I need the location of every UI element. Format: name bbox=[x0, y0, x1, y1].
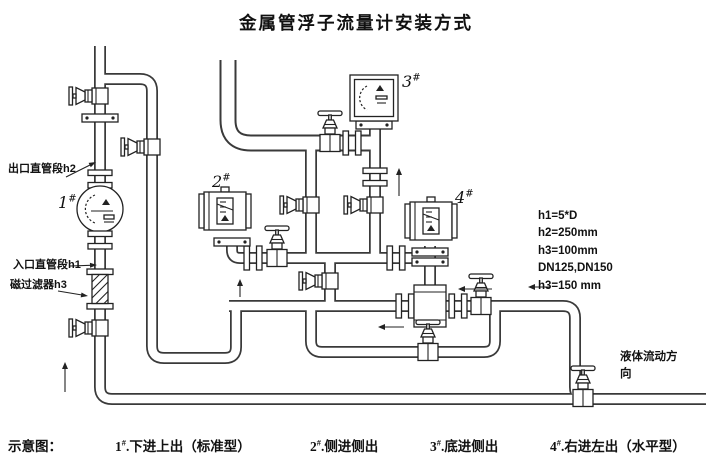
spec-h1: h1=5*D bbox=[538, 210, 578, 222]
flange-icon bbox=[355, 120, 393, 130]
drain-valve-icon bbox=[68, 318, 109, 338]
bypass-valve-icon bbox=[298, 271, 339, 291]
leader-arrows bbox=[57, 162, 97, 298]
shutoff-valve-icon bbox=[468, 273, 494, 316]
caption-item-3: 3#.底进侧出 bbox=[430, 438, 499, 455]
page-title: 金属管浮子流量计安装方式 bbox=[239, 13, 473, 33]
flange-icon bbox=[411, 257, 449, 267]
flow-meter-1 bbox=[76, 185, 124, 233]
flow-meter-3 bbox=[349, 74, 399, 122]
caption-item-4: 4#.右进左出（水平型） bbox=[550, 438, 686, 455]
drain-valve-icon bbox=[279, 195, 320, 215]
drain-valve-icon bbox=[343, 195, 384, 215]
shutoff-valve-icon bbox=[264, 225, 290, 268]
spec-h3: h3=100mm bbox=[538, 244, 598, 257]
drain-valve-icon bbox=[68, 86, 109, 106]
inlet-section-label: 入口直管段h1 bbox=[13, 259, 81, 271]
meter-4-label: 4# bbox=[455, 188, 474, 207]
caption-item-1: 1#.下进上出（标准型） bbox=[115, 438, 251, 455]
meter-2-label: 2# bbox=[212, 172, 231, 191]
spec-h3b: h3=150 mm bbox=[538, 279, 601, 292]
caption-item-2: 2#.侧进侧出 bbox=[310, 438, 379, 455]
shutoff-valve-icon bbox=[317, 110, 343, 153]
meter-3-label: 3# bbox=[402, 72, 421, 91]
meter-1-label: 1# bbox=[58, 193, 77, 212]
outlet-section-label: 出口直管段h2 bbox=[8, 163, 76, 175]
flange-icon bbox=[411, 247, 449, 257]
caption-prefix: 示意图： bbox=[8, 439, 62, 454]
spec-dn: DN125,DN150 bbox=[538, 262, 613, 275]
spec-notes: h1=5*D h2=250mm h3=100mm DN125,DN150 h3=… bbox=[538, 208, 613, 295]
flow-arrows bbox=[62, 168, 550, 392]
flow-direction-label: 液体流动方 向 bbox=[620, 351, 678, 380]
flow-meter-4 bbox=[404, 196, 458, 241]
drain-valve-icon bbox=[120, 137, 161, 157]
filter-label: 磁过滤器h3 bbox=[10, 279, 67, 291]
flange-icon bbox=[81, 113, 119, 123]
flange-icon bbox=[213, 237, 251, 247]
pipe-network-outline bbox=[100, 46, 706, 399]
flow-meter-2 bbox=[198, 186, 252, 231]
spec-h2: h2=250mm bbox=[538, 227, 598, 240]
magnetic-filter-icon bbox=[86, 268, 114, 310]
